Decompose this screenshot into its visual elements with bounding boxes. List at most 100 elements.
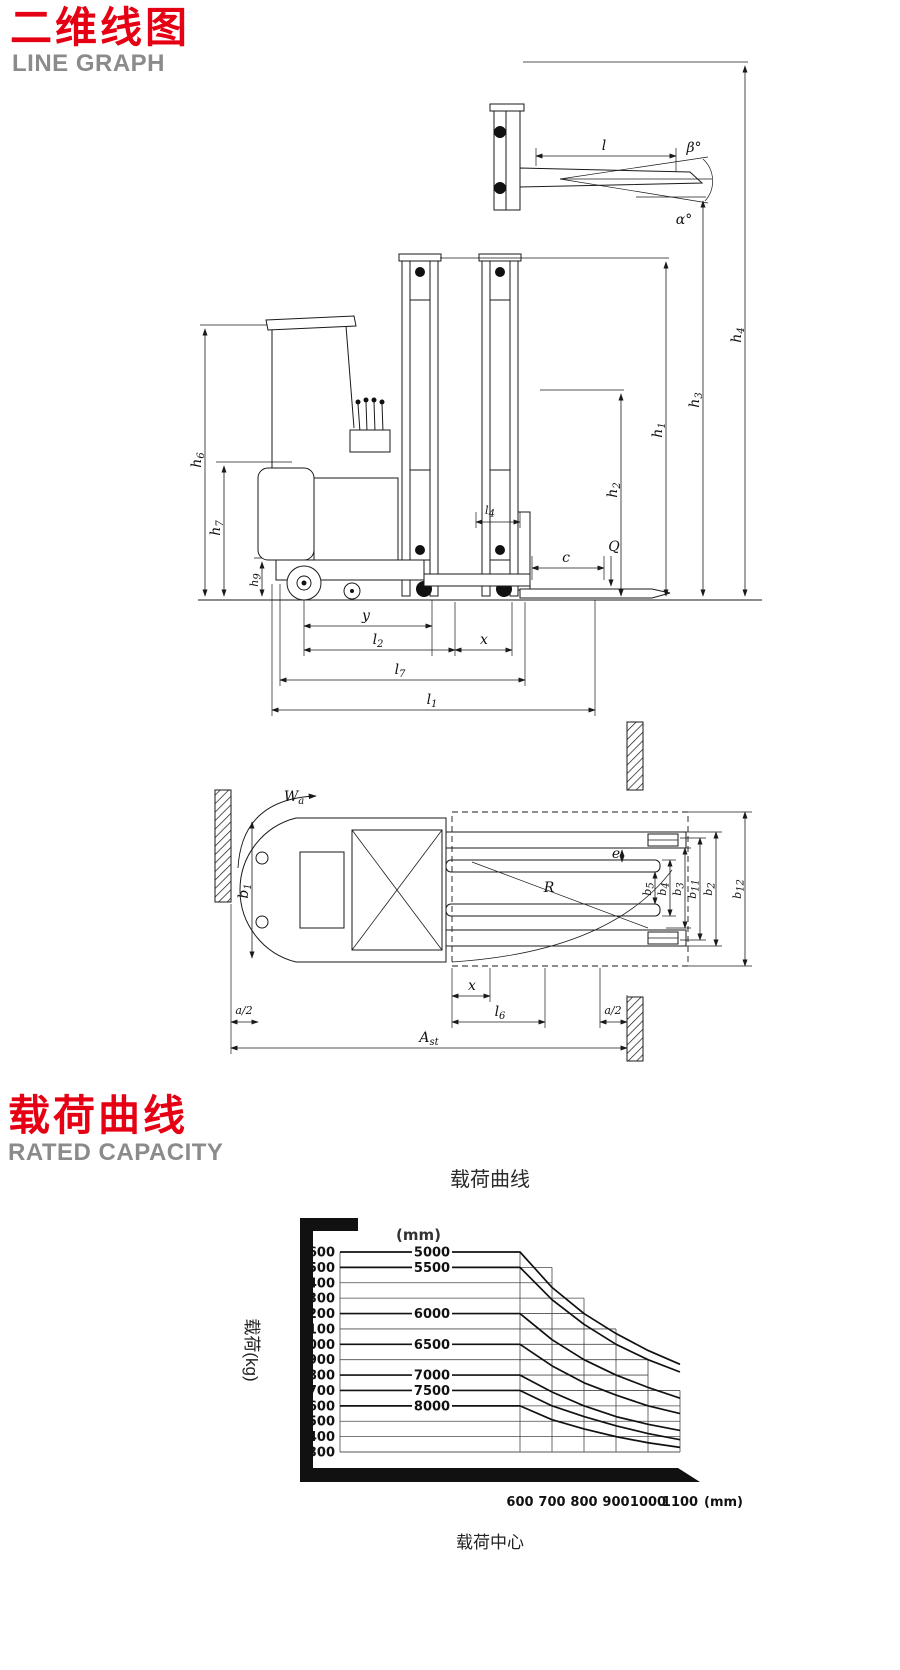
lift-height-unit-label: (mm) — [396, 1226, 441, 1244]
chart-grid — [339, 1251, 681, 1453]
y-tick-label: 1000 — [299, 1338, 335, 1353]
section-title-rated-capacity-zh: 载荷曲线 — [8, 1092, 189, 1139]
dim-label-ast: Ast — [417, 1030, 439, 1048]
truck-body-top — [239, 817, 447, 963]
y-tick-label: 300 — [308, 1446, 335, 1461]
dim-label-h9: h9 — [248, 573, 264, 587]
x-tick-label: 1100 — [662, 1495, 698, 1510]
capacity-curve-7000 — [340, 1374, 681, 1432]
truck-body-side — [257, 315, 531, 601]
x-axis-title: 载荷中心 — [456, 1533, 524, 1552]
dim-label-b11: b11 — [686, 879, 702, 899]
capacity-curve-6500 — [340, 1343, 681, 1415]
dim-label-l1: l1 — [427, 692, 438, 710]
dim-label-h6: h6 — [189, 452, 207, 468]
y-tick-label: 1300 — [299, 1292, 335, 1307]
section-title-rated-capacity-en: RATED CAPACITY — [8, 1139, 224, 1166]
y-tick-label: 1200 — [299, 1307, 335, 1322]
dim-label-r: R — [543, 880, 555, 896]
dim-label-beta: β° — [685, 140, 701, 156]
capacity-curve-5500 — [340, 1266, 681, 1373]
dim-label-l: l — [602, 138, 606, 154]
dim-label-l7: l7 — [395, 662, 406, 680]
top-view-dimensions — [230, 811, 752, 1054]
dim-label-y: y — [361, 608, 371, 624]
dim-label-c: c — [562, 550, 570, 566]
chart-axis-frame — [300, 1218, 700, 1482]
wall-right-bottom — [626, 996, 644, 1062]
curve-label-bg — [412, 1259, 452, 1275]
dim-label-l4: l4 — [485, 504, 495, 520]
x-tick-label: 1000 — [630, 1495, 666, 1510]
curve-label-bg — [412, 1244, 452, 1260]
curve-label-7500: 7500 — [414, 1384, 450, 1399]
dim-label-alpha: α° — [676, 212, 692, 228]
curve-label-bg — [412, 1306, 452, 1322]
capacity-curve-8000 — [340, 1404, 681, 1449]
curve-label-5000: 5000 — [414, 1246, 450, 1261]
y-tick-label: 1600 — [299, 1246, 335, 1261]
mast-front-view-a — [398, 253, 442, 597]
pallet-outline — [451, 811, 689, 967]
section-title-line-graph-zh: 二维线图 — [10, 4, 191, 51]
x-tick-label: 600 — [506, 1495, 533, 1510]
dim-label-l6: l6 — [495, 1004, 506, 1022]
wall-right-top — [626, 721, 644, 791]
curve-label-8000: 8000 — [414, 1399, 450, 1414]
x-tick-label: 800 — [570, 1495, 597, 1510]
y-axis-title: 载荷(kg) — [242, 1318, 261, 1381]
y-tick-label: 600 — [308, 1399, 335, 1414]
dim-label-b1: b1 — [236, 883, 254, 898]
dim-label-h3: h3 — [687, 392, 705, 407]
chart-title: 载荷曲线 — [450, 1169, 530, 1191]
y-tick-label: 1400 — [299, 1276, 335, 1291]
rated-capacity-chart: (mm) 载荷(kg) 载荷中心 16001500140013001200110… — [242, 1218, 743, 1552]
dim-label-b2: b2 — [702, 882, 718, 895]
y-tick-label: 1500 — [299, 1261, 335, 1276]
wa-arc — [237, 793, 317, 869]
y-tick-label: 800 — [308, 1369, 335, 1384]
dim-label-h1: h1 — [650, 422, 668, 437]
dim-label-a2-left: a/2 — [235, 1004, 252, 1017]
curve-label-bg — [412, 1382, 452, 1398]
y-tick-label: 500 — [308, 1415, 335, 1430]
y-tick-label: 400 — [308, 1430, 335, 1445]
curve-label-bg — [412, 1398, 452, 1414]
dim-label-wa: Wa — [284, 789, 304, 807]
straddle-legs — [445, 831, 687, 947]
capacity-curve-6000 — [340, 1312, 681, 1399]
curve-label-6500: 6500 — [414, 1338, 450, 1353]
y-tick-label: 900 — [308, 1353, 335, 1368]
x-axis-unit-label: (mm) — [704, 1495, 743, 1510]
dim-label-e: e — [612, 846, 620, 862]
curve-label-5500: 5500 — [414, 1261, 450, 1276]
radius-leader — [471, 861, 649, 929]
dim-label-q: Q — [608, 539, 620, 555]
curve-label-bg — [412, 1367, 452, 1383]
mast-front-view-b — [478, 253, 671, 599]
dim-label-h2: h2 — [605, 482, 623, 497]
x-tick-label: 900 — [602, 1495, 629, 1510]
curve-label-6000: 6000 — [414, 1307, 450, 1322]
curve-label-7000: 7000 — [414, 1369, 450, 1384]
dim-label-b5: b5 — [641, 882, 657, 895]
fork-detail — [489, 103, 713, 211]
forks-top — [445, 859, 661, 917]
dim-label-b3: b3 — [671, 882, 687, 895]
capacity-curve-7500 — [340, 1389, 681, 1441]
wall-left — [214, 789, 232, 903]
dim-label-h7: h7 — [208, 520, 226, 536]
dim-label-b4: b4 — [656, 882, 672, 895]
y-tick-label: 1100 — [299, 1322, 335, 1337]
curve-label-bg — [412, 1336, 452, 1352]
capacity-curve-5000 — [340, 1251, 681, 1366]
dim-label-l2: l2 — [373, 632, 384, 650]
dim-label-h4: h4 — [729, 327, 747, 342]
side-view-extension-lines — [200, 61, 748, 716]
dim-label-a2-right: a/2 — [604, 1004, 621, 1017]
dim-label-x: x — [480, 632, 488, 648]
x-tick-label: 700 — [538, 1495, 565, 1510]
top-view-drawing: Wa b1 e R b5 b4 b3 b11 b2 b12 x l6 a/2 a… — [214, 721, 752, 1062]
